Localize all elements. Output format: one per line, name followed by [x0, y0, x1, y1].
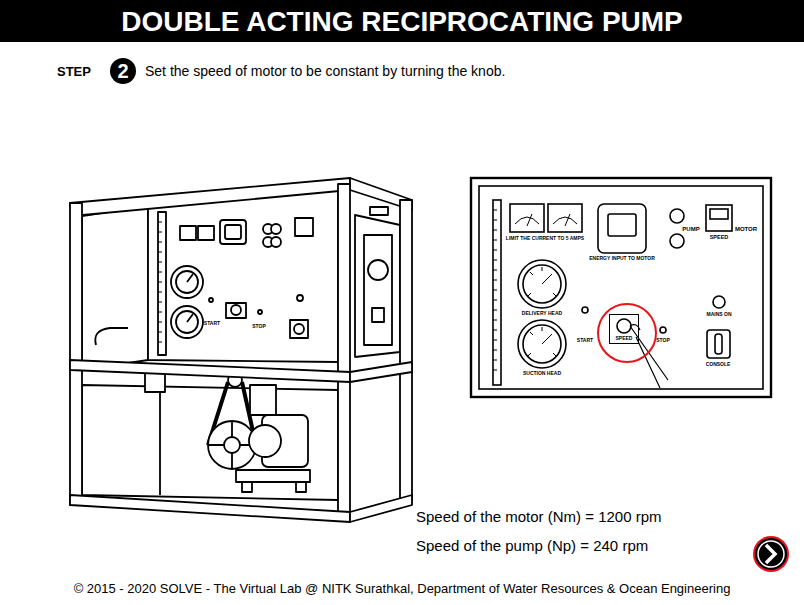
copyright-caption: © 2015 - 2020 SOLVE - The Virtual Lab @ …	[74, 582, 731, 595]
meter-label: LIMIT THE CURRENT TO 5 AMPS	[506, 236, 584, 241]
gauge-label: SUCTION HEAD	[523, 371, 561, 376]
title-bar	[0, 0, 804, 42]
lamp-label: MAINS ON	[707, 312, 732, 317]
gauge-label: DELIVERY HEAD	[522, 311, 562, 316]
pump-test-rig	[70, 178, 412, 522]
page-title: DOUBLE ACTING RECIPROCATING PUMP	[0, 6, 804, 38]
speed-reading: Speed of the pump (Np) = 240 rpm	[416, 538, 648, 553]
next-button	[753, 536, 789, 572]
step-word: STEP	[57, 65, 91, 78]
display-label: SPEED	[710, 235, 729, 241]
switch-label: CONSOLE	[706, 362, 731, 367]
button-label: START	[204, 321, 220, 326]
display-label: ENERGY INPUT TO MOTOR	[589, 256, 655, 261]
button-label: START	[577, 338, 593, 343]
speed-reading: Speed of the motor (Nm) = 1200 rpm	[416, 509, 662, 524]
switch-label: MOTOR	[735, 226, 757, 232]
node-text: SPEED	[616, 336, 633, 341]
step-number: 2	[110, 58, 136, 84]
button-label: STOP	[252, 324, 266, 329]
speed-knob-box: SPEED	[609, 314, 639, 344]
switch-label: PUMP	[682, 226, 699, 232]
instruction-text: Set the speed of motor to be constant by…	[145, 64, 505, 78]
button-label: STOP	[656, 338, 670, 343]
control-panel	[471, 178, 771, 397]
node-text: 2	[117, 61, 128, 81]
